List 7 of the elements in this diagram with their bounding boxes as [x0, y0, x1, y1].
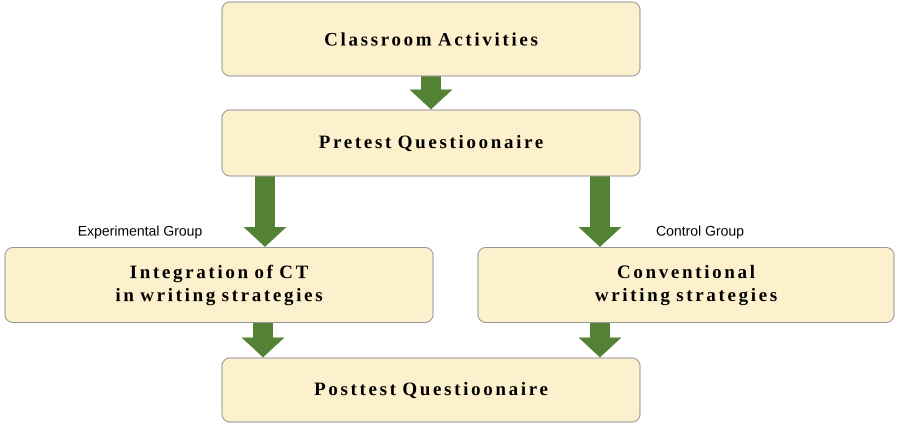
process-box: Pretest Questioonaire	[222, 110, 640, 176]
group-label: Experimental Group	[78, 225, 202, 239]
process-box: Classroom Activities	[222, 2, 640, 76]
process-box: Integration of CT in writing strategies	[4, 247, 434, 323]
group-label: Control Group	[656, 225, 744, 239]
process-box: Conventional writing strategies	[478, 247, 894, 323]
process-box: Posttest Questioonaire	[222, 358, 640, 422]
